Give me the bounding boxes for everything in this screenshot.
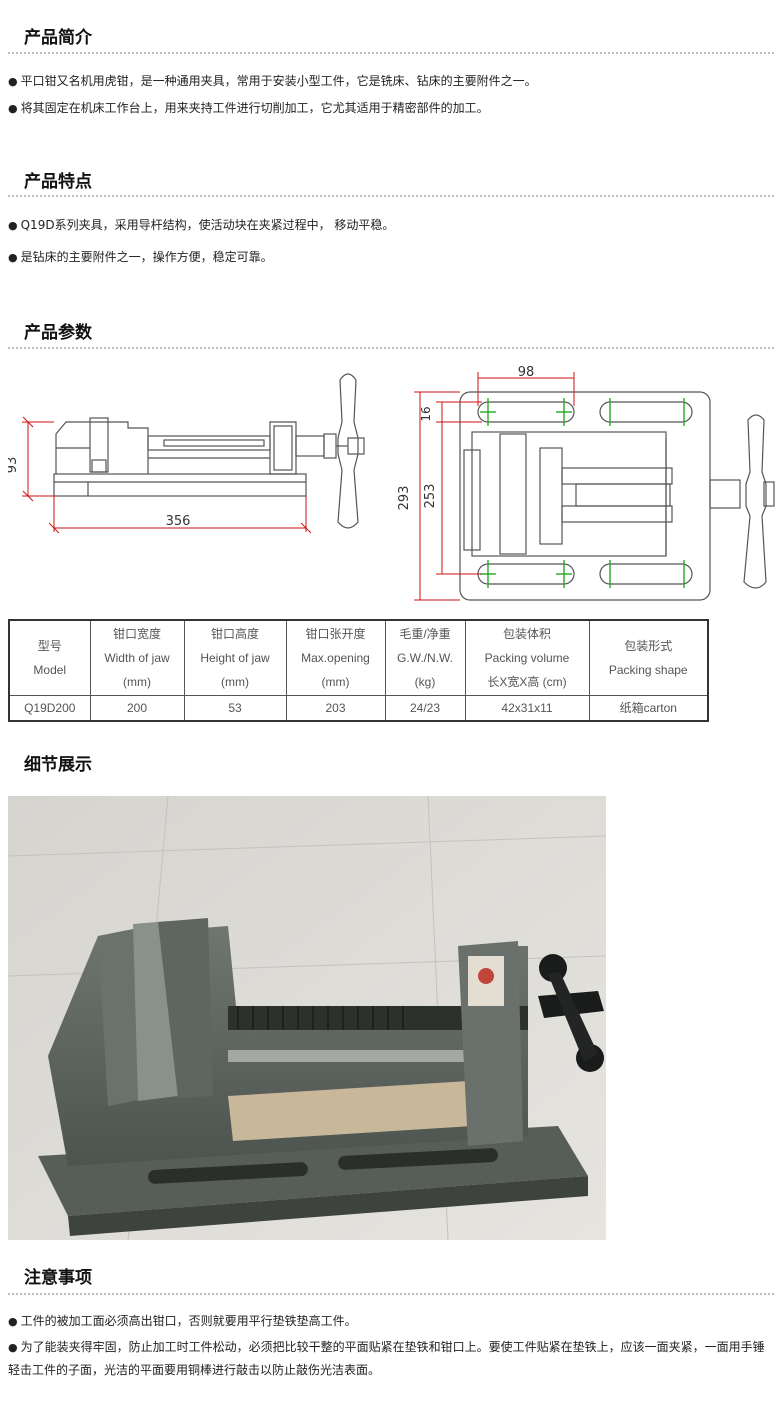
header-cell-text: Model	[33, 662, 67, 677]
header-cell-text: G.W./N.W.	[397, 650, 453, 665]
notes-title: 注意事项	[24, 1268, 92, 1288]
header-cell-text: 钳口宽度	[112, 626, 161, 641]
header-cell-text: 长X宽X高 (cm)	[487, 674, 567, 689]
header-cell-text: Packing shape	[608, 662, 688, 677]
intro-bullet-2: ●将其固定在机床工作台上，用来夹持工件进行切削加工，它尤其适用于精密部件的加工。	[8, 101, 489, 115]
cell-jaw-height: 53	[183, 694, 287, 721]
header-cell-text: 包装形式	[624, 638, 673, 653]
header-cell-text: (mm)	[221, 674, 249, 689]
intro-divider	[8, 52, 774, 54]
top-small-dim: 16	[419, 406, 433, 421]
spec-table: 型号 Model 钳口宽度 Width of jaw (mm) 钳口高度 Hei…	[8, 619, 709, 722]
features-bullet-1: ●Q19D系列夹具，采用导杆结构，使活动块在夹紧过程中， 移动平稳。	[8, 218, 395, 232]
cell-model: Q19D200	[8, 694, 91, 721]
features-bullet-2-text: 是钻床的主要附件之一，操作方便，稳定可靠。	[20, 250, 273, 264]
features-title: 产品特点	[24, 172, 92, 192]
table-header-row: 型号 Model 钳口宽度 Width of jaw (mm) 钳口高度 Hei…	[8, 619, 709, 696]
header-packing-volume: 包装体积 Packing volume 长X宽X高 (cm)	[464, 619, 590, 696]
notes-bullet-1: ●工件的被加工面必须高出钳口，否则就要用平行垫铁垫高工件。	[8, 1314, 357, 1328]
side-height-dim: 93	[8, 457, 20, 474]
header-weight: 毛重/净重 G.W./N.W. (kg)	[384, 619, 466, 696]
header-cell-text: (mm)	[321, 674, 350, 689]
header-cell-text: Packing volume	[484, 650, 570, 665]
header-max-opening: 钳口张开度 Max.opening (mm)	[285, 619, 386, 696]
vise-top-view-drawing: 98 16 293 253	[397, 365, 775, 601]
details-title: 细节展示	[24, 755, 92, 775]
header-cell-text: 毛重/净重	[399, 626, 451, 641]
top-inner-dim: 253	[423, 484, 438, 509]
header-jaw-width: 钳口宽度 Width of jaw (mm)	[89, 619, 185, 696]
intro-bullet-1: ●平口钳又名机用虎钳，是一种通用夹具，常用于安装小型工件，它是铣床、钻床的主要附…	[8, 74, 537, 88]
intro-title: 产品简介	[24, 28, 92, 48]
header-cell-text: Max.opening	[301, 650, 370, 665]
header-jaw-height: 钳口高度 Height of jaw (mm)	[183, 619, 287, 696]
features-divider	[8, 195, 774, 197]
header-packing-shape: 包装形式 Packing shape	[588, 619, 709, 696]
features-bullet-1-text: Q19D系列夹具，采用导杆结构，使活动块在夹紧过程中， 移动平稳。	[20, 218, 395, 232]
cell-max-opening: 203	[285, 694, 386, 721]
header-model: 型号 Model	[8, 619, 91, 696]
cell-weight: 24/23	[384, 694, 466, 721]
cell-packing-shape: 纸箱carton	[588, 694, 709, 721]
notes-bullet-2-text: 为了能装夹得牢固，防止加工时工件松动，必须把比较干整的平面贴紧在垫铁和钳口上。要…	[8, 1340, 765, 1377]
header-cell-text: 型号	[37, 638, 62, 653]
header-cell-text: (kg)	[414, 674, 436, 689]
table-row: Q19D200 200 53 203 24/23 42x31x11 纸箱cart…	[8, 694, 709, 721]
header-cell-text: (mm)	[123, 674, 151, 689]
cell-packing-volume: 42x31x11	[464, 694, 590, 721]
intro-bullet-1-text: 平口钳又名机用虎钳，是一种通用夹具，常用于安装小型工件，它是铣床、钻床的主要附件…	[20, 74, 537, 88]
params-divider	[8, 347, 774, 349]
notes-divider	[8, 1293, 774, 1295]
side-length-dim: 356	[166, 514, 191, 529]
features-bullet-2: ●是钻床的主要附件之一，操作方便，稳定可靠。	[8, 250, 273, 264]
top-outer-dim: 293	[397, 486, 412, 511]
notes-bullet-2: ●为了能装夹得牢固，防止加工时工件松动，必须把比较干整的平面贴紧在垫铁和钳口上。…	[8, 1340, 765, 1377]
vise-product-photo	[8, 796, 606, 1240]
header-cell-text: Width of jaw	[104, 650, 170, 665]
params-title: 产品参数	[24, 323, 92, 343]
header-cell-text: Height of jaw	[200, 650, 270, 665]
cell-jaw-width: 200	[89, 694, 185, 721]
header-cell-text: 钳口高度	[210, 626, 259, 641]
header-cell-text: 钳口张开度	[305, 626, 366, 641]
intro-bullet-2-text: 将其固定在机床工作台上，用来夹持工件进行切削加工，它尤其适用于精密部件的加工。	[20, 101, 489, 115]
vise-side-view-drawing: 93 356	[8, 373, 365, 534]
notes-bullet-1-text: 工件的被加工面必须高出钳口，否则就要用平行垫铁垫高工件。	[20, 1314, 357, 1328]
header-cell-text: 包装体积	[502, 626, 551, 641]
top-width-dim: 98	[518, 365, 535, 380]
